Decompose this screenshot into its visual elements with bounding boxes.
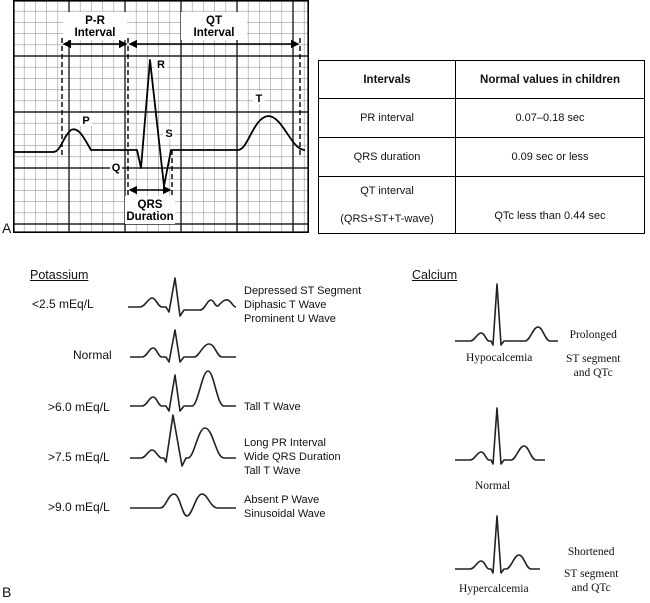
ecg-grid-diagram: P-R Interval QT Interval QRS Duration P …	[13, 0, 309, 233]
k-desc-line: Long PR Interval	[244, 437, 326, 449]
panel-b-letter: B	[2, 584, 12, 600]
k-desc-line: Wide QRS Duration	[244, 451, 341, 463]
k-desc-line: Prominent U Wave	[244, 313, 336, 325]
qrs-label-line1: QRS	[138, 199, 163, 211]
qt-value: QTc less than 0.44 sec	[494, 210, 606, 222]
s-wave-label: S	[165, 128, 172, 140]
k-desc-line: Tall T Wave	[244, 465, 301, 477]
k-level-label: >9.0 mEq/L	[48, 500, 110, 514]
pr-interval-cell: PR interval	[318, 98, 456, 138]
ecg-trace-ca-normal	[455, 407, 545, 465]
normal-calcium-label: Normal	[475, 480, 511, 492]
k-level-label: Normal	[73, 348, 112, 362]
normal-intervals-table: Intervals Normal values in children PR i…	[318, 60, 645, 234]
qt-interval-label: QT interval	[360, 185, 414, 197]
calcium-title: Calcium	[412, 268, 458, 282]
t-wave-label: T	[256, 93, 263, 105]
ecg-trace-k-7-5	[130, 414, 236, 467]
panel-a-letter: A	[2, 220, 12, 236]
qrs-value-cell: 0.09 sec or less	[455, 137, 645, 177]
ecg-trace-hypercalcemia	[455, 515, 540, 574]
table-header-row: Intervals Normal values in children	[318, 60, 645, 99]
k-desc-line: Sinusoidal Wave	[244, 508, 326, 520]
header-intervals: Intervals	[318, 60, 456, 99]
qt-interval-cell: QT interval (QRS+ST+T-wave)	[318, 176, 456, 234]
ecg-trace-k-low	[128, 277, 237, 317]
p-wave-label: P	[82, 115, 89, 127]
pr-label-line2: Interval	[75, 27, 116, 39]
k-description: Absent P Wave Sinusoidal Wave	[244, 493, 326, 521]
note-line: and QTc	[573, 367, 613, 379]
k-description: Long PR Interval Wide QRS Duration Tall …	[244, 436, 341, 478]
note-line: and QTc	[571, 582, 611, 594]
note-line: Prolonged	[569, 329, 617, 341]
qrs-label-line2: Duration	[126, 211, 173, 223]
k-level-label: >7.5 mEq/L	[48, 450, 110, 464]
pr-label-bg	[63, 12, 127, 40]
ecg-border	[13, 0, 309, 233]
hypocalcemia-label: Hypocalcemia	[466, 352, 533, 364]
table-row: QT interval (QRS+ST+T-wave) QTc less tha…	[318, 176, 645, 234]
note-line: Shortened	[567, 546, 615, 558]
k-level-label: >6.0 mEq/L	[48, 400, 110, 414]
k-desc-line: Diphasic T Wave	[244, 299, 327, 311]
hypercalcemia-label: Hypercalcemia	[459, 583, 529, 595]
qrs-label-bg	[125, 196, 175, 224]
qt-label-bg	[181, 12, 247, 40]
k-description: Tall T Wave	[244, 400, 301, 414]
note-line: ST segment	[566, 353, 621, 365]
k-desc-line: Absent P Wave	[244, 494, 320, 506]
pr-label-line1: P-R	[85, 15, 106, 27]
qt-label-line1: QT	[206, 15, 222, 27]
r-wave-label: R	[157, 59, 165, 71]
q-wave-label: Q	[112, 162, 121, 174]
qrs-duration-cell: QRS duration	[318, 137, 456, 177]
ecg-trace	[14, 59, 306, 187]
qt-label-line2: Interval	[194, 27, 235, 39]
ecg-trace-hypocalcemia	[455, 283, 558, 346]
k-desc-line: Tall T Wave	[244, 401, 301, 413]
potassium-title: Potassium	[30, 268, 89, 282]
k-level-label: <2.5 mEq/L	[32, 297, 94, 311]
header-normal-values: Normal values in children	[455, 60, 645, 99]
note-line: ST segment	[564, 568, 619, 580]
qt-interval-sub: (QRS+ST+T-wave)	[340, 213, 434, 225]
ecg-trace-k-normal	[130, 329, 236, 363]
hypercalcemia-note: Shortened ST segment and QTc	[564, 545, 618, 595]
ecg-trace-k-9	[130, 493, 236, 517]
k-desc-line: Depressed ST Segment	[244, 285, 362, 297]
qt-value-cell: QTc less than 0.44 sec	[455, 176, 645, 234]
hypocalcemia-note: Prolonged ST segment and QTc	[566, 328, 620, 380]
ecg-trace-k-6	[130, 370, 236, 412]
table-row: QRS duration 0.09 sec or less	[318, 137, 645, 177]
k-description: Depressed ST Segment Diphasic T Wave Pro…	[244, 284, 361, 326]
